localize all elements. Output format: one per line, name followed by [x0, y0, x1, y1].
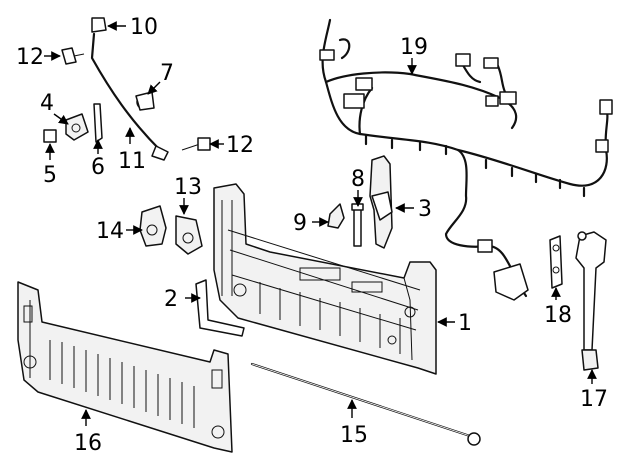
- clip-9: [327, 203, 345, 229]
- nut-10: [91, 17, 107, 33]
- tailgate-inner-panel: [213, 183, 437, 375]
- latch-13: [175, 215, 203, 255]
- callout-12-upper: 12: [16, 45, 44, 70]
- callout-15: 15: [340, 423, 368, 448]
- strap-6: [93, 103, 103, 143]
- callout-5: 5: [43, 163, 57, 188]
- callout-6: 6: [91, 155, 105, 180]
- torsion-rod: [250, 362, 481, 446]
- leader-lines: [44, 21, 597, 426]
- grommet-7: [135, 91, 155, 111]
- callout-4: 4: [40, 91, 54, 116]
- callout-7: 7: [160, 61, 174, 86]
- bushing-5: [43, 129, 57, 143]
- callout-19: 19: [400, 35, 428, 60]
- latch-14: [139, 205, 167, 247]
- callout-1: 1: [458, 311, 472, 336]
- pin-8: [351, 203, 364, 247]
- hinge-bracket: [369, 155, 393, 249]
- callout-16: 16: [74, 431, 102, 456]
- support-strut: [575, 231, 607, 371]
- bracket-18: [549, 235, 563, 289]
- callout-3: 3: [418, 197, 432, 222]
- callout-9: 9: [293, 211, 307, 236]
- callout-2: 2: [164, 287, 178, 312]
- callout-14: 14: [96, 219, 124, 244]
- bracket-2: [195, 279, 245, 337]
- callout-8: 8: [351, 167, 365, 192]
- callout-18: 18: [544, 303, 572, 328]
- callout-17: 17: [580, 387, 608, 412]
- bolt-12-lower: [181, 137, 211, 151]
- bolt-12-upper: [61, 47, 85, 65]
- callout-12-lower: 12: [226, 133, 254, 158]
- callout-labels: 1 2 3 4 5 6 7 8 9 10 11 12 12 13 14 15 1…: [16, 15, 608, 456]
- callout-11: 11: [118, 149, 146, 174]
- cable-11: [90, 32, 169, 161]
- callout-10: 10: [130, 15, 158, 40]
- wiring-harness: [319, 18, 613, 301]
- bracket-4: [65, 113, 89, 141]
- callout-13: 13: [174, 175, 202, 200]
- tailgate-outer-panel: [17, 281, 233, 453]
